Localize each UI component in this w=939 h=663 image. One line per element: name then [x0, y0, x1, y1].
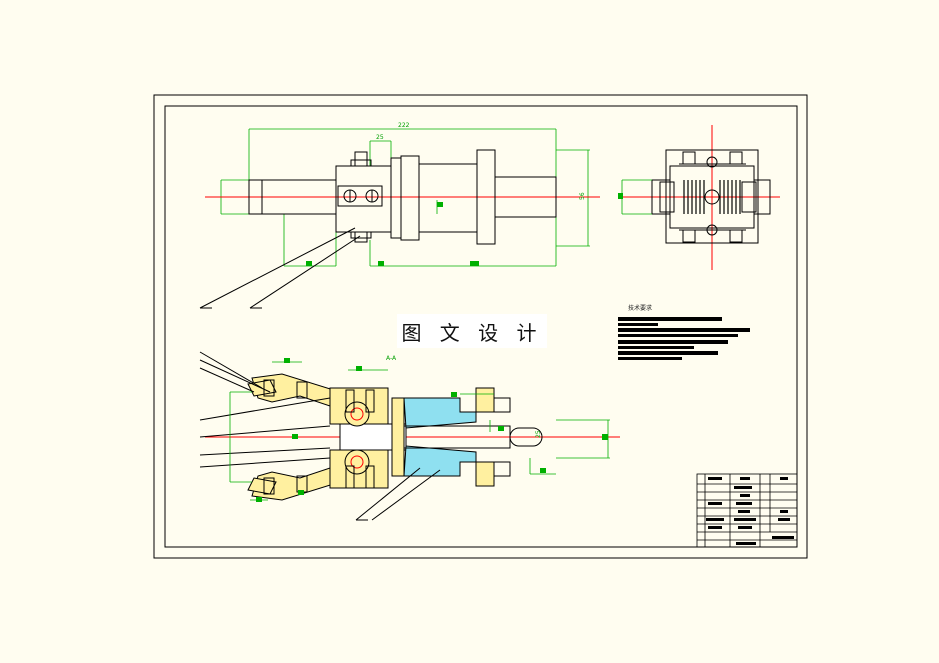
side-view [620, 125, 780, 270]
dim-overall-length: 222 [398, 122, 410, 129]
section-view-dims [229, 361, 610, 501]
inner-frame [164, 105, 798, 548]
section-view [199, 351, 620, 521]
section-label: A-A [386, 355, 397, 362]
outer-frame [153, 94, 808, 559]
side-view-mark [618, 193, 623, 199]
technical-notes-title: 技术要求 [628, 305, 653, 312]
dim-height-right: 56 [579, 192, 586, 200]
front-view-green-marks [306, 202, 479, 266]
technical-notes-lines [618, 317, 750, 360]
section-view-marks [256, 358, 608, 502]
front-view [199, 128, 600, 309]
dim-top-small: 25 [376, 134, 384, 141]
title-block [696, 473, 798, 548]
title-block-text-bars [706, 477, 794, 545]
watermark-text: 图 文 设 计 [397, 314, 547, 348]
dim-hole: 25 [535, 430, 542, 438]
